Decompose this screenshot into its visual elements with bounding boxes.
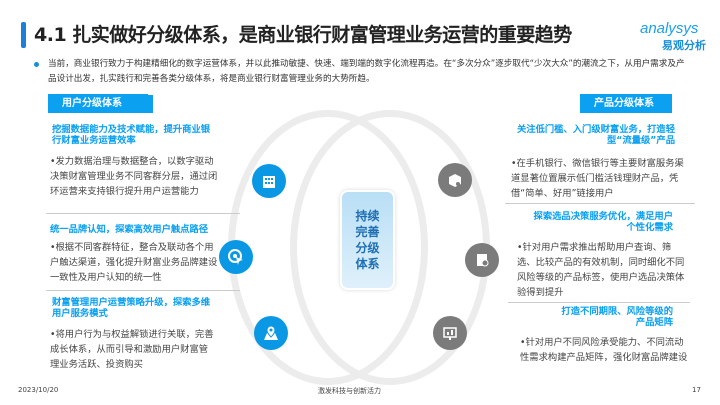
right-item-body: •针对用户不同风险承受能力、不同流动性需求构建产品矩阵，强化财富品牌建设 bbox=[520, 337, 688, 363]
title-accent-bar bbox=[21, 22, 26, 48]
left-item-body: •根据不同客群特征，整合及联动各个用户触达渠道，强化提升财富业务品牌建设一致性及… bbox=[50, 242, 218, 283]
product-tier-label: 产品分级体系 bbox=[580, 95, 672, 113]
right-item-title: 关注低门槛、入门级财富业务，打造轻型“流量级”产品 bbox=[516, 124, 675, 146]
divider bbox=[46, 290, 240, 291]
left-item-body: •将用户行为与权益解锁进行关联，完善成长体系，从而引导和激励用户财富管理业务活跃… bbox=[50, 329, 214, 370]
left-item-title: 统一品牌认知，探索高效用户触点路径 bbox=[50, 224, 209, 235]
divider bbox=[46, 213, 240, 214]
intro-paragraph: 当前，商业银行致力于构建精细化的数字运营体系，并以此推动敏捷、快速、端到端的数字… bbox=[34, 57, 688, 87]
right-item-title: 探索选品决策服务优化，满足用户个性化需求 bbox=[533, 211, 673, 233]
touch-target-icon bbox=[219, 240, 253, 274]
package-icon bbox=[438, 163, 472, 197]
user-tier-label: 用户分级体系 bbox=[48, 95, 153, 113]
divider bbox=[508, 302, 690, 303]
right-item-title: 打造不同期限、风险等级的产品矩阵 bbox=[561, 306, 673, 328]
footer-date: 2023/10/20 bbox=[18, 386, 59, 394]
center-badge: 持续完善分级体系 bbox=[340, 190, 395, 290]
left-item-title: 财富管理用户运营策略升级，探索多维用户服务模式 bbox=[52, 297, 211, 319]
monitor-chart-icon bbox=[433, 316, 467, 350]
right-item-body: •针对用户需求推出帮助用户查询、筛选、比较产品的有效机制，同时细化不同风险等级的… bbox=[517, 242, 685, 298]
page-title: 4.1 扎实做好分级体系，是商业银行财富管理业务运营的重要趋势 bbox=[34, 24, 572, 46]
divider bbox=[505, 203, 695, 204]
map-pin-icon bbox=[254, 316, 288, 350]
page-number: 17 bbox=[692, 386, 701, 394]
left-item-title: 挖掘数据能力及技术赋能，提升商业银行财富业务运营效率 bbox=[52, 124, 211, 146]
analysys-logo: analysys 易观分析 bbox=[640, 20, 706, 52]
right-item-body: •在手机银行、微信银行等主要财富服务渠道显著位置展示低门槛活钱理财产品，凭借“简… bbox=[511, 158, 684, 199]
footer-slogan: 激发科技与创新活力 bbox=[318, 387, 381, 395]
left-item-body: •发力数据治理与数据整合，以数字驱动决策财富管理业务不同客群分层，通过闭环运营来… bbox=[50, 156, 218, 197]
bullet-icon bbox=[34, 62, 39, 67]
document-search-icon bbox=[465, 243, 499, 277]
building-icon bbox=[252, 164, 286, 198]
